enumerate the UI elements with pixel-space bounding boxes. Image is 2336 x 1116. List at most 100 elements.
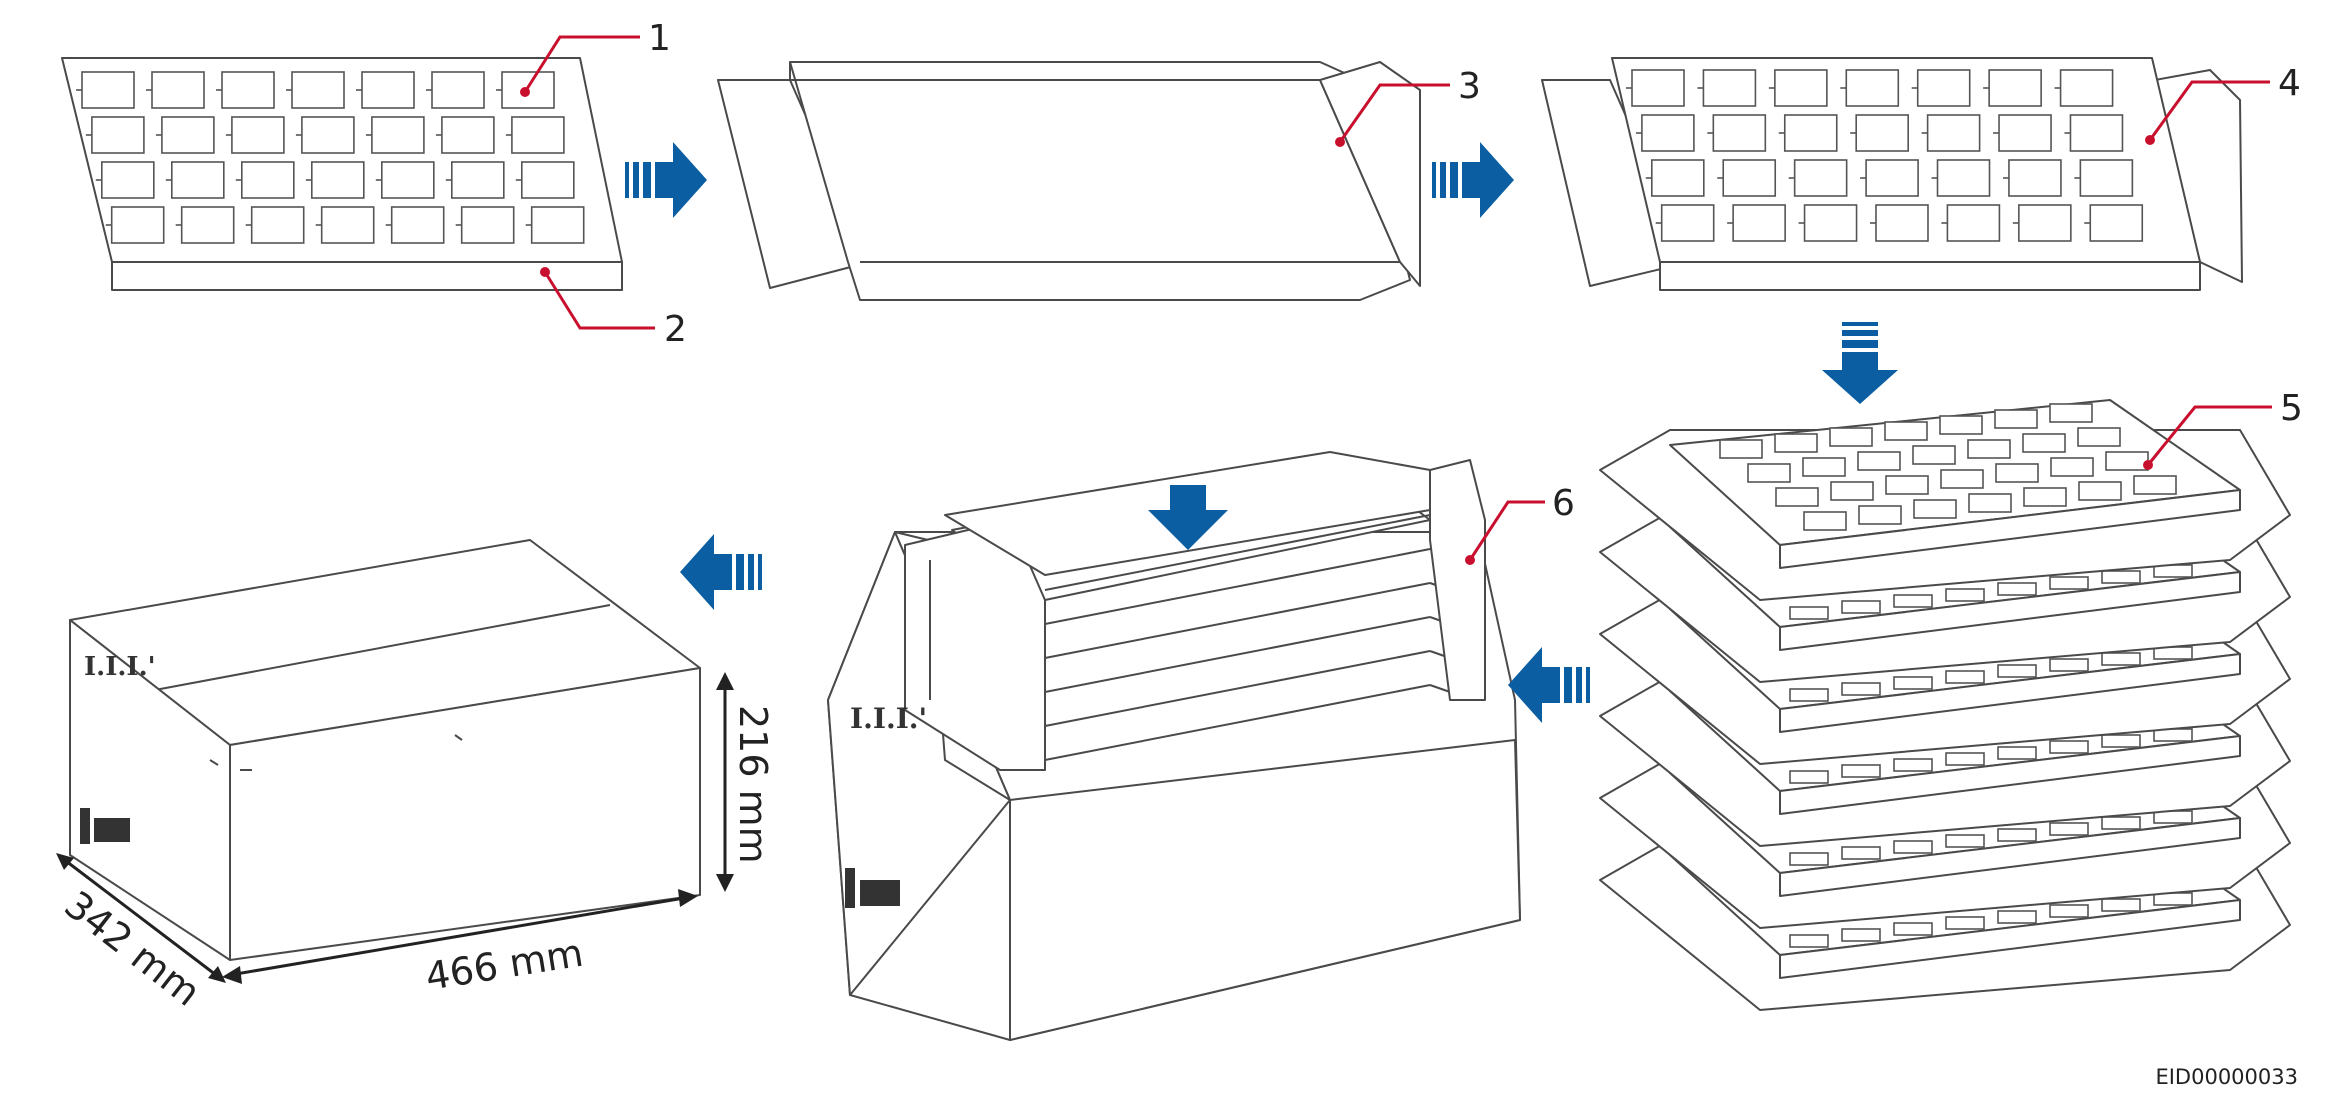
bagged-tray-stack — [1599, 399, 2291, 1011]
tray-cell — [1660, 204, 1715, 242]
tray-cell — [431, 71, 485, 109]
tray-cell — [1829, 427, 1873, 447]
tray-cell — [1802, 457, 1846, 477]
tray-cell — [1995, 463, 2039, 483]
tray-cell — [530, 206, 585, 244]
tray-cell — [380, 161, 435, 199]
tray-cell — [1722, 159, 1777, 197]
tray-cell — [2023, 487, 2067, 507]
tray-cell — [1913, 499, 1957, 519]
tray-cell — [1719, 439, 1763, 459]
bagged-tray — [1541, 57, 2243, 291]
tray-cell — [2049, 403, 2093, 423]
tray-cell — [450, 161, 505, 199]
carton-logo: I.I.I.' — [84, 652, 156, 682]
callout-4-label: 4 — [2278, 63, 2301, 104]
arrow-down — [1822, 322, 1898, 404]
tray-cell — [1830, 481, 1874, 501]
callout-5-label: 5 — [2280, 388, 2303, 429]
tray-cell — [2008, 159, 2062, 197]
tray-cell — [1858, 505, 1902, 525]
tray-cell — [2077, 427, 2121, 447]
tray-cell — [1865, 159, 1919, 197]
tray-cell — [2089, 204, 2144, 242]
tray-cell — [1793, 159, 1848, 197]
callout-6-label: 6 — [1552, 483, 1575, 524]
tray-cell — [101, 161, 155, 199]
tray-cell — [441, 116, 495, 154]
tray-cell — [231, 116, 285, 154]
tray-cell — [1988, 69, 2042, 107]
tray-cell — [1803, 511, 1847, 531]
svg-text:I.I.I.': I.I.I.' — [850, 702, 927, 735]
callout-1: 1 — [520, 18, 671, 97]
tray-cell — [1747, 463, 1791, 483]
tray-cell — [1775, 487, 1819, 507]
arrow-left-2 — [680, 534, 762, 610]
tray-cell — [2078, 481, 2122, 501]
tray-cell — [1936, 159, 1991, 197]
tray-cell — [171, 161, 225, 199]
tray-cell — [1875, 204, 1929, 242]
esd-bag — [717, 61, 1421, 301]
callout-1-label: 1 — [648, 18, 671, 59]
callout-2-label: 2 — [664, 309, 687, 350]
tray-cell — [361, 71, 415, 109]
tray-cell — [1912, 445, 1956, 465]
tray-cell — [2069, 114, 2124, 152]
tray-cell — [1855, 114, 1909, 152]
arrow-down-into-box — [1148, 485, 1228, 550]
tray-cell — [291, 71, 345, 109]
tray-cell — [301, 116, 355, 154]
callout-5: 5 — [2143, 388, 2303, 470]
tray-cell — [1968, 493, 2012, 513]
width-label: 466 mm — [423, 931, 587, 999]
callout-4: 4 — [2145, 63, 2301, 145]
tray-cell — [2133, 475, 2177, 495]
tray — [61, 57, 623, 291]
callout-3-label: 3 — [1458, 66, 1481, 107]
tray-cell — [1884, 421, 1928, 441]
tray-cell — [91, 116, 145, 154]
tray-cell — [81, 71, 135, 109]
tray-cell — [1885, 475, 1929, 495]
callout-6: 6 — [1465, 483, 1575, 565]
tray-cell — [1926, 114, 1981, 152]
tray-cell — [1712, 114, 1767, 152]
tray-cell — [1641, 114, 1695, 152]
tray-cell — [310, 161, 365, 199]
dimension-height: 216 mm — [716, 672, 775, 892]
tray-cell — [2018, 204, 2072, 242]
tray-cell — [390, 206, 445, 244]
tray-cell — [1940, 469, 1984, 489]
tray-cell — [2022, 433, 2066, 453]
tray-cell — [1702, 69, 1757, 107]
height-label: 216 mm — [731, 705, 775, 864]
tray-cell — [1803, 204, 1858, 242]
tray-cell — [511, 116, 565, 154]
tray-cell — [1774, 69, 1828, 107]
trays-in-carton: I.I.I.' — [827, 451, 1521, 1041]
svg-text:I.I.I.': I.I.I.' — [84, 652, 156, 682]
tray-cell — [320, 206, 375, 244]
tray-cell — [2105, 451, 2149, 471]
carton-logo: I.I.I.' — [850, 702, 927, 735]
tray-cell — [1857, 451, 1901, 471]
tray-cell — [1939, 415, 1983, 435]
tray-cell — [161, 116, 215, 154]
tray-cell — [1998, 114, 2052, 152]
callout-3: 3 — [1335, 66, 1481, 147]
sealed-carton: I.I.I.' — [69, 539, 701, 961]
tray-cell — [151, 71, 205, 109]
tray-cell — [1845, 69, 1900, 107]
tray-cell — [110, 206, 165, 244]
tray-cell — [241, 161, 295, 199]
tray-cell — [1916, 69, 1971, 107]
tray-cell — [1774, 433, 1818, 453]
figure-id: EID00000033 — [2155, 1065, 2298, 1089]
tray-cell — [2059, 69, 2114, 107]
arrow-right-2 — [1432, 142, 1514, 218]
arrow-right-1 — [625, 142, 707, 218]
callout-2: 2 — [540, 267, 687, 350]
